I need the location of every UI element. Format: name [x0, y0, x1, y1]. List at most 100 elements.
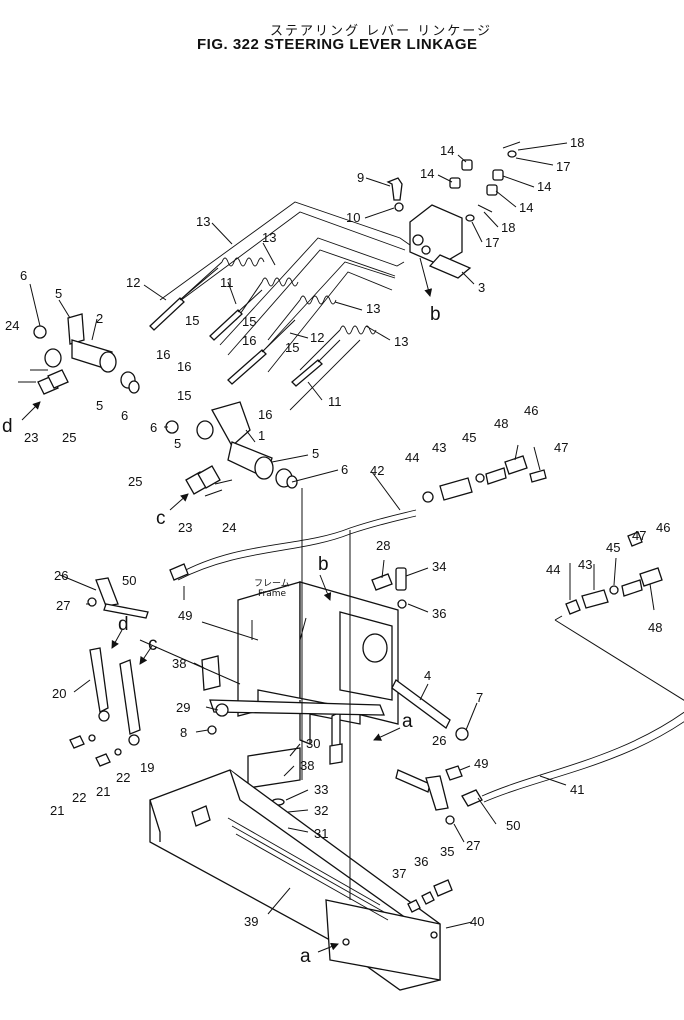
callout-23: 23	[178, 520, 192, 535]
callout-25: 25	[62, 430, 76, 445]
callout-31: 31	[314, 826, 328, 841]
callout-30: 30	[306, 736, 320, 751]
upper-bracket	[386, 177, 472, 279]
callout-50: 50	[122, 573, 136, 588]
callout-24: 24	[5, 318, 19, 333]
callout-15: 15	[177, 388, 191, 403]
callout-32: 32	[314, 803, 328, 818]
callout-9: 9	[357, 170, 364, 185]
ref-letter-c: c	[156, 508, 166, 529]
callout-16: 16	[258, 407, 272, 422]
callout-50: 50	[506, 818, 520, 833]
callout-8: 8	[180, 725, 187, 740]
callout-14: 14	[420, 166, 434, 181]
callout-11: 11	[328, 394, 342, 409]
callout-40: 40	[470, 914, 484, 929]
upper-nuts	[449, 141, 521, 222]
ref-letter-a: a	[402, 711, 413, 732]
callout-44: 44	[546, 562, 560, 577]
callout-16: 16	[177, 359, 191, 374]
callout-28: 28	[376, 538, 390, 553]
callout-11: 11	[220, 275, 234, 290]
shaft-4	[391, 679, 469, 741]
callout-43: 43	[432, 440, 446, 455]
callout-10: 10	[346, 210, 360, 225]
callout-42: 42	[370, 463, 384, 478]
callout-16: 16	[156, 347, 170, 362]
callout-43: 43	[578, 557, 592, 572]
callout-6: 6	[341, 462, 348, 477]
callout-20: 20	[52, 686, 66, 701]
callout-17: 17	[485, 235, 499, 250]
callout-6: 6	[121, 408, 128, 423]
callout-35: 35	[440, 844, 454, 859]
callout-37: 37	[392, 866, 406, 881]
callout-36: 36	[414, 854, 428, 869]
callout-13: 13	[366, 301, 380, 316]
callout-15: 15	[185, 313, 199, 328]
reference-lines	[139, 488, 351, 900]
callout-19: 19	[140, 760, 154, 775]
callout-47: 47	[632, 528, 646, 543]
callout-22: 22	[72, 790, 86, 805]
callout-25: 25	[128, 474, 142, 489]
main-frame	[201, 581, 399, 761]
callout-2: 2	[96, 311, 103, 326]
callout-6: 6	[150, 420, 157, 435]
callout-38: 38	[172, 656, 186, 671]
callout-14: 14	[519, 200, 533, 215]
frame-label: フレーム Frame	[254, 578, 290, 599]
callout-18: 18	[570, 135, 584, 150]
ref-letter-b: b	[430, 304, 441, 325]
callout-39: 39	[244, 914, 258, 929]
callout-48: 48	[648, 620, 662, 635]
callout-5: 5	[312, 446, 319, 461]
ref-letter-d: d	[118, 614, 129, 635]
linkage-rod-outlines	[159, 201, 411, 411]
callout-3: 3	[478, 280, 485, 295]
callout-18: 18	[501, 220, 515, 235]
callout-leaders	[29, 142, 655, 929]
console-housing	[149, 769, 453, 991]
callout-47: 47	[554, 440, 568, 455]
callout-26: 26	[54, 568, 68, 583]
callout-6: 6	[20, 268, 27, 283]
callout-33: 33	[314, 782, 328, 797]
callout-5: 5	[55, 286, 62, 301]
return-springs	[179, 257, 377, 371]
callout-45: 45	[606, 540, 620, 555]
ref-letter-c: c	[148, 634, 158, 655]
lever-2-assembly	[18, 313, 140, 395]
callout-7: 7	[476, 690, 483, 705]
callout-15: 15	[285, 340, 299, 355]
frame-label-japanese: フレーム	[254, 578, 290, 589]
callout-13: 13	[262, 230, 276, 245]
callout-5: 5	[96, 398, 103, 413]
lever-1-assembly	[165, 401, 298, 497]
callout-41: 41	[570, 782, 584, 797]
callout-17: 17	[556, 159, 570, 174]
callout-5: 5	[174, 436, 181, 451]
ref-letter-d: d	[2, 416, 13, 437]
callout-14: 14	[440, 143, 454, 158]
callout-21: 21	[96, 784, 110, 799]
rod-ends	[149, 267, 341, 387]
callout-14: 14	[537, 179, 551, 194]
callout-13: 13	[394, 334, 408, 349]
callout-13: 13	[196, 214, 210, 229]
callout-45: 45	[462, 430, 476, 445]
callout-46: 46	[524, 403, 538, 418]
rod-42	[169, 455, 547, 581]
callout-27: 27	[56, 598, 70, 613]
levers-left	[69, 577, 149, 767]
callout-49: 49	[178, 608, 192, 623]
callout-15: 15	[242, 314, 256, 329]
callout-16: 16	[242, 333, 256, 348]
frame-label-english: Frame	[258, 589, 287, 599]
callout-22: 22	[116, 770, 130, 785]
callout-29: 29	[176, 700, 190, 715]
callout-4: 4	[424, 668, 431, 683]
callout-21: 21	[50, 803, 64, 818]
callout-24: 24	[222, 520, 236, 535]
